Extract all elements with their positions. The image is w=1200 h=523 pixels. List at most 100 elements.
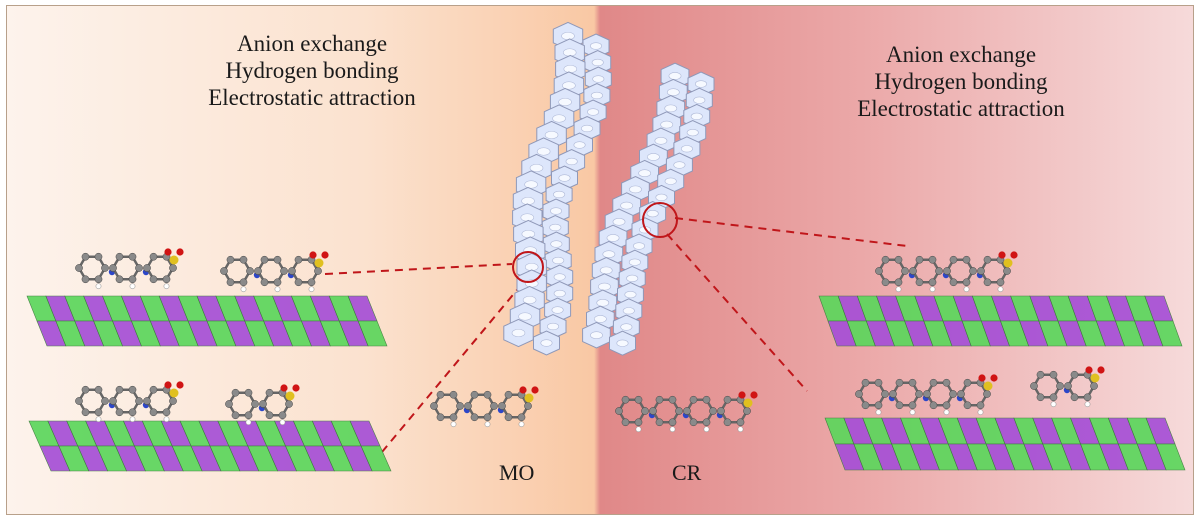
carbon-atom <box>889 390 897 398</box>
carbon-atom <box>81 408 90 417</box>
hydrogen-atom <box>129 416 136 423</box>
nanosheet-hex-left-18-pore <box>524 180 538 189</box>
nanosheet-hex-left-8-pore <box>558 97 572 107</box>
carbon-atom <box>909 267 917 275</box>
molecule-mo-upper-left <box>75 248 184 290</box>
nanosheet-hex-left-7-pore <box>590 91 603 100</box>
oxygen-atom <box>978 374 986 382</box>
carbon-atom <box>524 402 532 410</box>
carbon-atom <box>689 395 698 404</box>
carbon-atom <box>94 252 103 261</box>
mechanism-list-left: Anion exchange Hydrogen bonding Electros… <box>182 30 442 111</box>
carbon-atom <box>908 401 917 410</box>
carbon-atom <box>504 390 513 399</box>
magnifier-circle-cr <box>642 202 678 238</box>
nanosheet-hex-left-23-pore <box>549 223 562 232</box>
nanosheet-hex-left-36-pore <box>511 328 526 338</box>
carbon-atom <box>977 267 985 275</box>
carbon-atom <box>1036 393 1045 402</box>
ldh-tile <box>360 445 392 472</box>
carbon-atom <box>1030 382 1038 390</box>
carbon-atom <box>634 418 643 427</box>
carbon-atom <box>963 378 972 387</box>
carbon-atom <box>294 255 303 264</box>
nanosheet-hex-left-19-pore <box>553 190 566 199</box>
hydrogen-atom <box>703 426 710 433</box>
carbon-atom <box>881 278 890 287</box>
oxygen-atom <box>519 386 527 394</box>
carbon-atom <box>649 407 657 415</box>
oxygen-atom <box>309 251 317 259</box>
sulfur-atom <box>983 381 993 391</box>
hydrogen-atom <box>163 283 170 290</box>
nanosheet-hex-left-11-pore <box>581 124 594 133</box>
nanosheet-hex-right-66-pore <box>596 298 610 307</box>
carbon-atom <box>895 378 904 387</box>
carbon-atom <box>101 397 109 405</box>
figure-frame: Anion exchange Hydrogen bonding Electros… <box>6 5 1194 515</box>
hydrogen-atom <box>635 426 642 433</box>
carbon-atom <box>949 255 958 264</box>
dashed-connector-1 <box>324 263 513 275</box>
nanosheet-hex-right-49-pore <box>673 161 686 169</box>
carbon-atom <box>135 397 143 405</box>
hydrogen-atom <box>279 419 286 426</box>
carbon-atom <box>963 401 972 410</box>
nanosheet-hex-right-38-pore <box>668 72 682 80</box>
carbon-atom <box>962 255 971 264</box>
carbon-atom <box>464 402 472 410</box>
nanosheet-hex-right-61-pore <box>628 258 641 266</box>
nanosheet-hex-right-50-pore <box>638 169 652 178</box>
carbon-atom <box>1036 370 1045 379</box>
nanosheet-hex-left-33-pore <box>551 306 564 314</box>
nanosheet-hex-left-12-pore <box>544 130 559 140</box>
carbon-atom <box>109 397 117 405</box>
oxygen-atom <box>164 381 172 389</box>
carbon-atom <box>169 264 177 272</box>
carbon-atom <box>149 385 158 394</box>
hydrogen-atom <box>977 409 984 416</box>
carbon-atom <box>668 418 677 427</box>
carbon-atom <box>969 267 977 275</box>
nanosheet-hex-left-15-pore <box>565 157 578 166</box>
carbon-atom <box>239 278 248 287</box>
carbon-atom <box>675 407 683 415</box>
nanosheet-hex-right-64-pore <box>598 282 611 291</box>
molecule-cr-free <box>615 391 758 433</box>
carbon-atom <box>81 252 90 261</box>
carbon-atom <box>231 411 240 420</box>
carbon-atom <box>430 402 438 410</box>
carbon-atom <box>490 402 498 410</box>
carbon-atom <box>929 401 938 410</box>
carbon-atom <box>901 267 909 275</box>
nanosheet-hex-left-29-pore <box>553 273 566 281</box>
nanosheet-hex-right-69-pore <box>620 323 633 331</box>
hydrogen-atom <box>895 286 902 293</box>
carbon-atom <box>149 275 158 284</box>
nanosheet-hex-right-40-pore <box>666 88 680 97</box>
carbon-atom <box>861 401 870 410</box>
carbon-atom <box>908 378 917 387</box>
nanosheet-hex-left-5-pore <box>592 75 605 83</box>
oxygen-atom <box>750 391 758 399</box>
carbon-atom <box>957 390 965 398</box>
carbon-atom <box>135 264 143 272</box>
hydrogen-atom <box>909 409 916 416</box>
carbon-atom <box>239 255 248 264</box>
carbon-atom <box>861 378 870 387</box>
carbon-atom <box>895 401 904 410</box>
carbon-atom <box>162 275 171 284</box>
carbon-atom <box>504 413 513 422</box>
carbon-atom <box>1070 393 1079 402</box>
nanosheet-hex-right-45-pore <box>686 128 699 137</box>
nanosheet-hex-right-48-pore <box>647 153 660 161</box>
carbon-atom <box>634 395 643 404</box>
nanosheet-hex-left-32-pore <box>522 295 537 305</box>
hydrogen-atom <box>929 286 936 293</box>
hydrogen-atom <box>963 286 970 293</box>
carbon-atom <box>717 407 725 415</box>
hydrogen-atom <box>308 286 315 293</box>
carbon-atom <box>1049 370 1058 379</box>
hydrogen-atom <box>669 426 676 433</box>
